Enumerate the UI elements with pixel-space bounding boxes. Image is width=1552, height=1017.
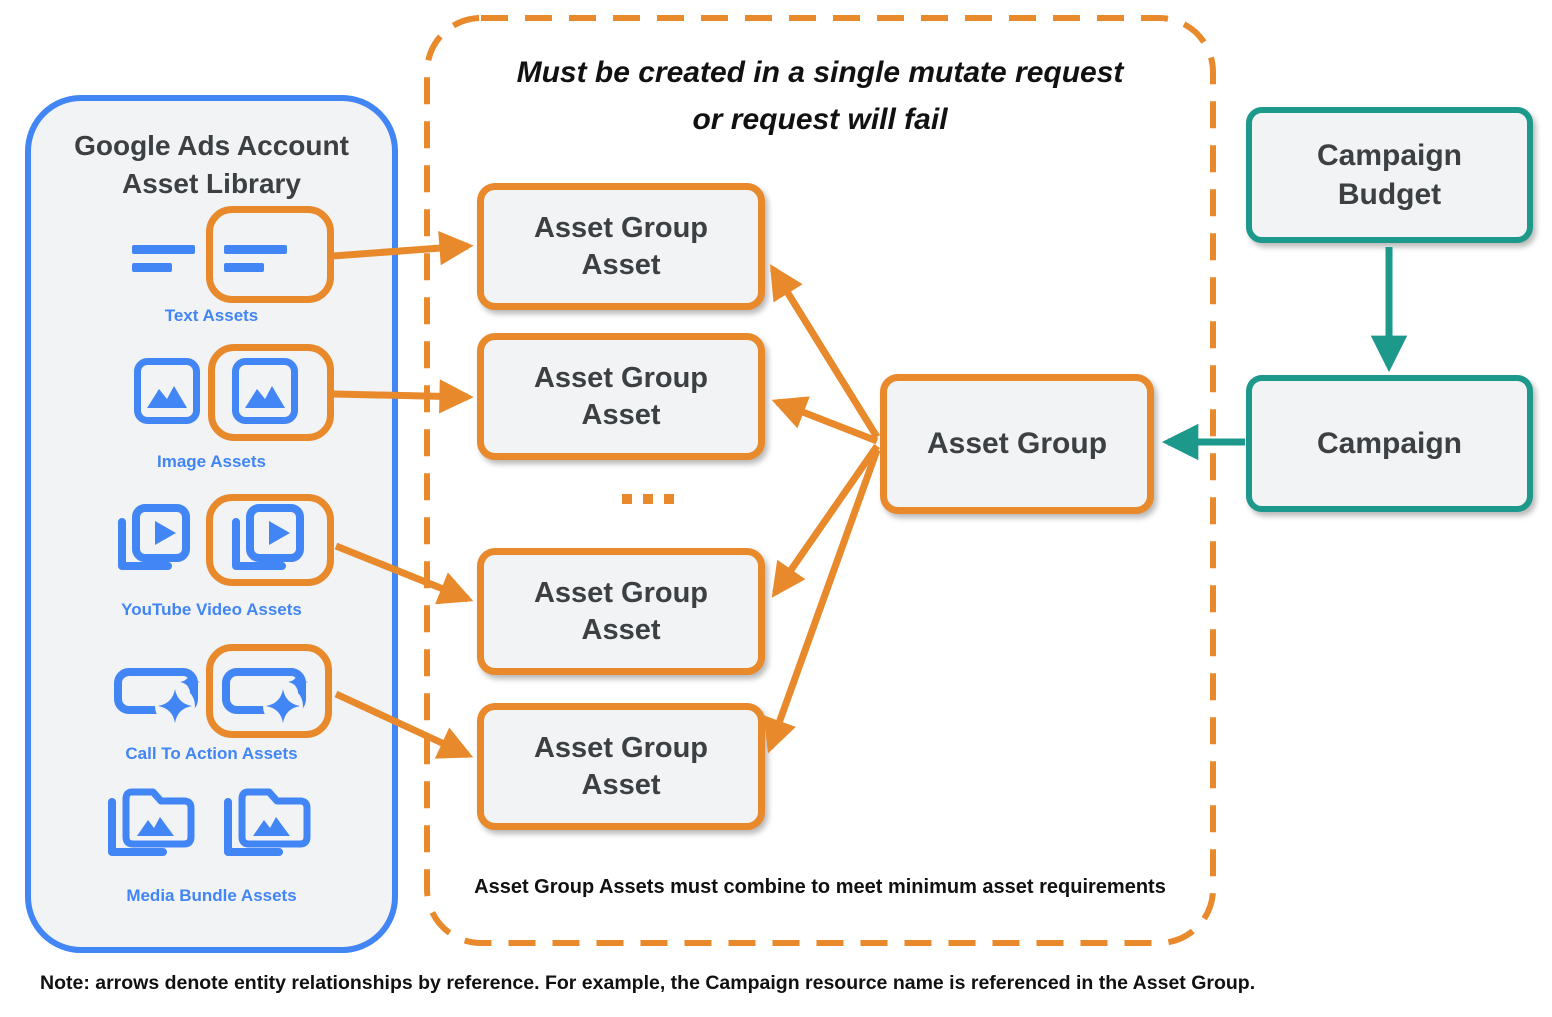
youtube-video-asset-icon xyxy=(232,504,304,570)
image-asset-icon xyxy=(134,358,200,424)
call-to-action-asset-icon xyxy=(114,668,200,726)
image-asset-icon xyxy=(232,358,298,424)
library-item-label-text-assets: Text Assets xyxy=(164,306,259,325)
library-item-label-media-bundle-assets: Media Bundle Assets xyxy=(126,886,297,905)
asset-group-box: Asset Group xyxy=(880,374,1154,514)
mutate-requirement-title: Must be created in a single mutate reque… xyxy=(427,50,1213,143)
text-asset-icon xyxy=(132,245,195,272)
campaign-budget-box: Campaign Budget xyxy=(1246,107,1533,243)
minimum-asset-requirements-caption: Asset Group Assets must combine to meet … xyxy=(474,876,1166,898)
asset-group-asset-box-2: Asset Group Asset xyxy=(477,333,765,460)
arrow-asset-group-to-asset-group-asset-3 xyxy=(771,444,880,598)
asset-group-asset-label: Asset Group Asset xyxy=(533,577,709,646)
asset-group-asset-label: Asset Group Asset xyxy=(533,732,709,801)
arrow-asset-group-to-asset-group-asset-2 xyxy=(771,396,879,445)
arrow-asset-group-to-asset-group-asset-1 xyxy=(769,264,880,439)
asset-group-label: Asset Group xyxy=(926,427,1108,460)
ellipsis-dots xyxy=(622,494,674,504)
library-item-label-image-assets: Image Assets xyxy=(157,452,266,471)
asset-group-asset-label: Asset Group Asset xyxy=(533,212,709,281)
image-assets-highlight-ring xyxy=(208,344,334,441)
library-title: Google Ads Account Asset Library xyxy=(74,130,349,199)
media-bundle-asset-icon xyxy=(224,788,311,856)
call-to-action-assets-highlight-ring xyxy=(206,644,332,738)
mutate-requirement-title-line2: or request will fail xyxy=(692,102,948,136)
call-to-action-asset-icon xyxy=(222,668,308,726)
arrow-asset-group-to-asset-group-asset-4 xyxy=(763,448,881,754)
mutate-requirement-title-line1: Must be created in a single mutate reque… xyxy=(516,56,1124,89)
text-assets-highlight-ring xyxy=(206,206,334,303)
campaign-budget-label: Campaign Budget xyxy=(1316,139,1463,211)
asset-group-asset-box-3: Asset Group Asset xyxy=(477,548,765,675)
campaign-box: Campaign xyxy=(1246,375,1533,512)
library-item-label-youtube-video-assets: YouTube Video Assets xyxy=(121,600,302,619)
asset-group-asset-label: Asset Group Asset xyxy=(533,362,709,431)
text-asset-icon xyxy=(224,245,287,272)
asset-group-asset-box-1: Asset Group Asset xyxy=(477,183,765,310)
campaign-label: Campaign xyxy=(1316,426,1463,460)
youtube-assets-highlight-ring xyxy=(206,494,334,586)
media-bundle-asset-icon xyxy=(108,788,195,856)
note-text: Note: arrows denote entity relationships… xyxy=(40,972,1256,994)
asset-group-asset-box-4: Asset Group Asset xyxy=(477,703,765,830)
library-item-label-call-to-action-assets: Call To Action Assets xyxy=(125,744,298,763)
youtube-video-asset-icon xyxy=(118,504,190,570)
